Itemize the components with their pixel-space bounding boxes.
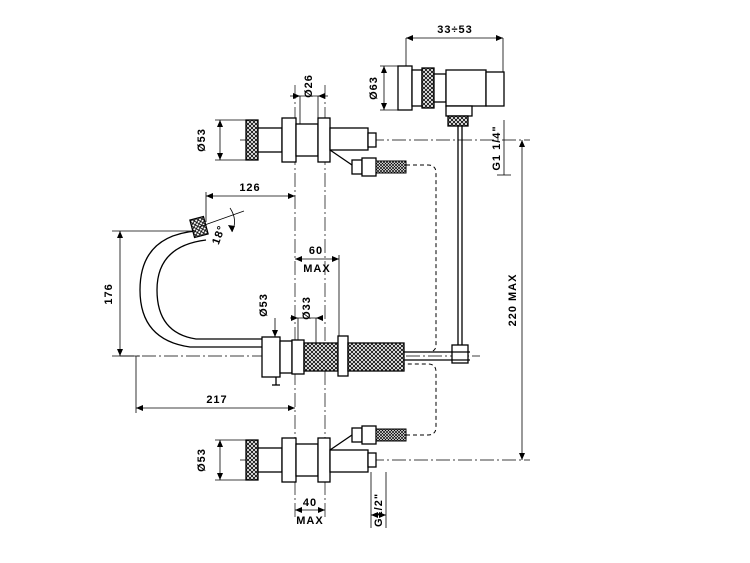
dimension-60-max: 60 MAX (295, 245, 340, 340)
dimension-33-53: 33÷53 (406, 24, 503, 41)
dim-label-g1-2: G1/2" (373, 493, 385, 527)
dim-label-217: 217 (206, 394, 227, 406)
dim-label-220-max: 220 MAX (507, 274, 519, 327)
dimension-220-max: 220 MAX (507, 140, 525, 460)
dimension-d33: Ø33 (290, 296, 323, 321)
dimension-d53-mid: Ø53 (258, 293, 278, 337)
dim-label-d33: Ø33 (301, 296, 313, 320)
dimension-40-max: 40 MAX (295, 497, 325, 527)
dim-label-d53-bottom: Ø53 (196, 448, 208, 472)
dim-label-d26: Ø26 (303, 74, 315, 98)
dimension-g1-2: G1/2" (371, 493, 386, 527)
dim-label-g1-1-4: G1 1/4" (491, 125, 503, 170)
dim-label-33-53: 33÷53 (437, 24, 473, 36)
waste-knob-assembly (380, 38, 505, 364)
dim-label-60: 60 (309, 245, 323, 257)
dim-label-angle-18: 18° (210, 224, 228, 247)
dimension-d53-top: Ø53 (196, 119, 248, 161)
lower-valve-assembly (245, 425, 407, 528)
dim-label-d53-top: Ø53 (196, 128, 208, 152)
dimension-g1-1-4: G1 1/4" (491, 120, 511, 176)
central-mixer-body (291, 318, 470, 377)
flexible-hoses (404, 164, 437, 436)
dim-label-40-max: MAX (296, 515, 323, 527)
dimension-d26: Ø26 (290, 74, 328, 99)
upper-valve-assembly (245, 96, 407, 177)
dimension-217: 217 (135, 356, 295, 413)
dim-label-d63: Ø63 (368, 76, 380, 100)
dim-label-126: 126 (239, 182, 260, 194)
dimension-176: 176 (103, 230, 196, 357)
dimension-126: 126 (205, 182, 295, 222)
dimension-d53-bottom: Ø53 (196, 439, 248, 481)
dimension-d63: Ø63 (368, 66, 387, 110)
dim-label-176: 176 (103, 283, 115, 304)
dim-label-d53-mid: Ø53 (258, 293, 270, 317)
dim-label-60-max: MAX (303, 263, 330, 275)
dim-label-40: 40 (303, 497, 317, 509)
